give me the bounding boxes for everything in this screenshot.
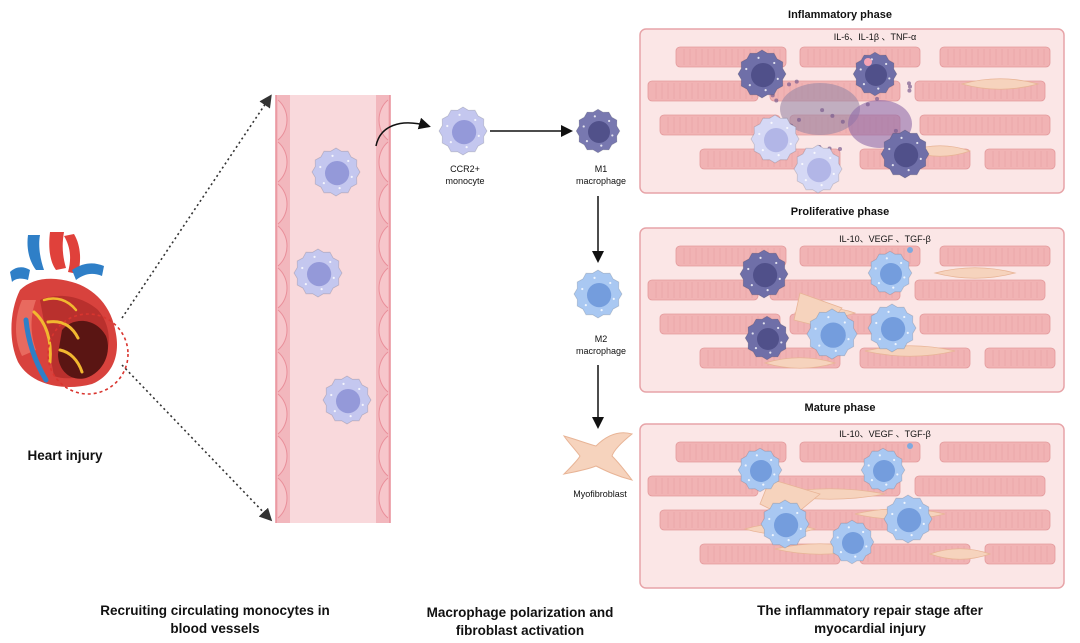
injury-circle <box>47 313 129 395</box>
heart-illustration <box>10 232 129 395</box>
caption-right-line2: myocardial injury <box>814 621 926 636</box>
m1-body <box>575 108 621 154</box>
m1-label-line2: macrophage <box>575 176 627 186</box>
phase-title-proliferative: Proliferative phase <box>790 206 890 218</box>
caption-left-line2: blood vessels <box>170 621 260 636</box>
cytokines-inflammatory: IL-6、IL-1β 、TNF-α <box>833 32 917 42</box>
heart-injury-label: Heart injury <box>27 448 103 463</box>
m1-cell-3 <box>880 129 930 179</box>
m2-macrophage-cell <box>573 269 623 319</box>
m2-body <box>573 269 623 319</box>
ccr2-body <box>438 106 488 156</box>
caption-middle-line1: Macrophage polarization and <box>426 605 614 620</box>
dotted-arrow-bottom <box>121 364 273 522</box>
proliferative-phase-panel <box>639 227 1065 393</box>
m2-label-line2: macrophage <box>575 346 627 356</box>
m2-cell-1 <box>737 447 783 493</box>
inflammatory-phase-panel <box>639 28 1065 194</box>
vessel-monocyte-1 <box>311 147 361 197</box>
caption-right-line1: The inflammatory repair stage after <box>757 603 983 618</box>
m1-label: M1 macrophage <box>566 163 636 187</box>
dotted-arrow-top <box>121 94 272 319</box>
m2-cell-3 <box>867 303 917 353</box>
m2-cell-1 <box>867 250 913 296</box>
m2-cell-5 <box>829 519 875 565</box>
monocyte-body <box>293 248 343 298</box>
m1-cell-2 <box>744 315 790 361</box>
m2-label: M2 macrophage <box>566 333 636 357</box>
m1-label-line1: M1 <box>594 164 608 174</box>
monocyte-cell-2 <box>793 144 843 194</box>
extravasation-arrow <box>375 117 431 147</box>
m2-label-line1: M2 <box>594 334 608 344</box>
myofibroblast-cell <box>562 432 634 481</box>
m1-macrophage-cell <box>575 108 621 154</box>
caption-right: The inflammatory repair stage after myoc… <box>720 602 1020 638</box>
monocyte-body <box>311 147 361 197</box>
m1-cell-1 <box>737 49 787 99</box>
caption-left-line1: Recruiting circulating monocytes in <box>100 603 330 618</box>
ccr2-monocyte-cell <box>438 106 488 156</box>
m2-cell-4 <box>883 494 933 544</box>
caption-left: Recruiting circulating monocytes in bloo… <box>70 602 360 638</box>
phase-title-inflammatory: Inflammatory phase <box>788 9 892 21</box>
monocyte-body <box>322 375 372 425</box>
ccr2-label-line2: monocyte <box>445 176 485 186</box>
caption-middle-line2: fibroblast activation <box>455 623 585 638</box>
caption-middle: Macrophage polarization and fibroblast a… <box>400 604 640 640</box>
mature-phase-panel <box>639 423 1065 589</box>
m2-cell-2 <box>806 308 858 360</box>
ccr2-label: CCR2+ monocyte <box>430 163 500 187</box>
ccr2-label-line1: CCR2+ <box>450 164 480 174</box>
phase-title-mature: Mature phase <box>804 402 876 414</box>
m1-cell-2 <box>852 51 898 97</box>
m2-cell-2 <box>860 447 906 493</box>
cytokines-mature: IL-10、VEGF 、TGF-β <box>839 429 931 439</box>
cytokines-proliferative: IL-10、VEGF 、TGF-β <box>839 234 931 244</box>
vessel-monocyte-2 <box>293 248 343 298</box>
vessel-monocyte-3 <box>322 375 372 425</box>
monocyte-cell-1 <box>750 114 800 164</box>
m1-cell-1 <box>739 249 789 299</box>
m2-cell-3 <box>760 499 810 549</box>
myofibroblast-label: Myofibroblast <box>573 489 627 499</box>
